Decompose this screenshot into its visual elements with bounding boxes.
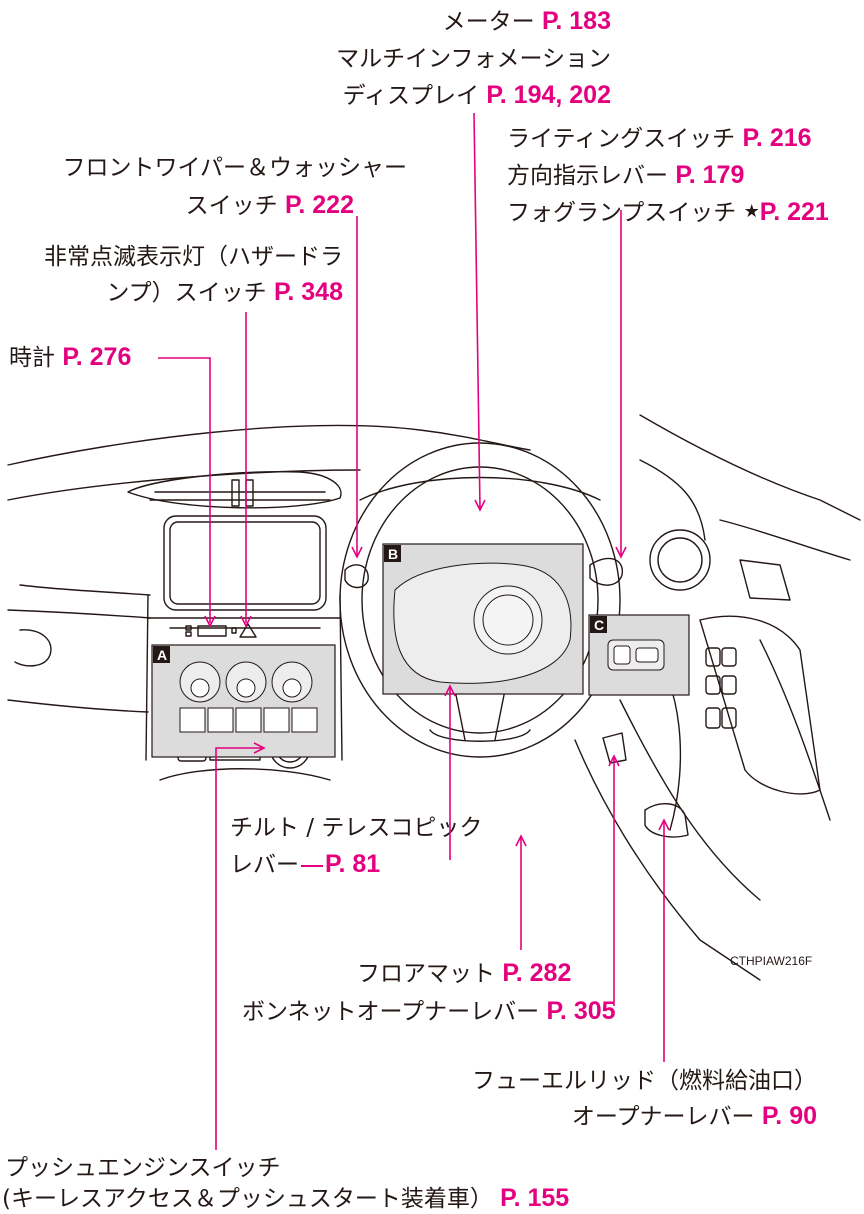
fuel-lid-page-link[interactable]: P. 90 [761, 1102, 817, 1130]
wiper-stalk [344, 564, 369, 589]
hazard-label-line2: ンプ）スイッチ P. 348 [106, 278, 343, 306]
wiper-label-line1: フロントワイパー＆ウォッシャー [62, 155, 407, 181]
fog-page-link[interactable]: P. 221 [759, 198, 829, 226]
turn-signal-label: 方向指示レバー P. 179 [507, 161, 745, 189]
floor-mat-page-link[interactable]: P. 282 [502, 959, 572, 987]
meter-page-link[interactable]: P. 183 [541, 7, 611, 35]
hazard-label-line1: 非常点滅表示灯（ハザードラ [44, 244, 343, 270]
svg-text:A: A [157, 647, 167, 663]
meter-leader [473, 112, 481, 509]
option-star-mark: ★ [743, 201, 760, 222]
center-vent [127, 471, 342, 509]
tilt-label-line1: チルト / テレスコピック [230, 815, 483, 841]
callout-box-a: A [151, 644, 336, 758]
tilt-page-link[interactable]: P. 81 [325, 850, 381, 878]
push-start-label-line2: (キーレスアクセス＆プッシュスタート装着車） P. 155 [2, 1184, 570, 1212]
clock-leader [158, 357, 211, 623]
lighting-page-link[interactable]: P. 216 [742, 124, 812, 152]
multi-info-page-link[interactable]: P. 194, 202 [486, 81, 611, 109]
push-start-page-link[interactable]: P. 155 [500, 1184, 570, 1212]
right-vent [649, 529, 711, 591]
fuel-lid-label-line1: フューエルリッド（燃料給油口） [472, 1068, 817, 1094]
clock-label: 時計 P. 276 [9, 343, 132, 371]
dash-top-line [7, 424, 531, 466]
bonnet-lever [602, 732, 627, 764]
push-start-label-line1: プッシュエンジンスイッチ [5, 1155, 281, 1181]
multi-info-label-line1: マルチインフォメーション [336, 46, 611, 72]
callout-box-c: C [588, 614, 690, 696]
lighting-stalk [589, 557, 624, 586]
floor-mat-label: フロアマット P. 282 [357, 959, 572, 987]
callout-box-b: B [382, 543, 584, 695]
meter-label: メーター P. 183 [442, 7, 611, 35]
push-start-leader [215, 747, 262, 1150]
hazard-button [239, 623, 257, 638]
door-panel [699, 615, 821, 795]
clock-display [197, 625, 227, 637]
wiper-page-link[interactable]: P. 222 [284, 191, 354, 219]
fuel-lid-label-line2: オープナーレバー P. 90 [571, 1102, 817, 1130]
wiper-label-line2: スイッチ P. 222 [185, 191, 354, 219]
leader-arrowheads [204, 499, 670, 847]
leader-lines [158, 112, 665, 1150]
clock-page-link[interactable]: P. 276 [62, 343, 132, 371]
bonnet-opener-label: ボンネットオープナーレバー P. 305 [242, 997, 616, 1025]
hazard-page-link[interactable]: P. 348 [273, 278, 343, 306]
bonnet-page-link[interactable]: P. 305 [546, 997, 616, 1025]
center-screen [169, 521, 321, 605]
lighting-switch-label: ライティングスイッチ P. 216 [507, 124, 812, 152]
steering-wheel [339, 442, 621, 758]
multi-info-label-line2: ディスプレイ P. 194, 202 [342, 81, 611, 109]
turn-signal-page-link[interactable]: P. 179 [675, 161, 745, 189]
figure-code: CTHPIAW216F [730, 954, 813, 968]
svg-text:C: C [594, 617, 604, 633]
fuel-lid-lever [644, 803, 689, 838]
svg-text:B: B [388, 546, 398, 562]
